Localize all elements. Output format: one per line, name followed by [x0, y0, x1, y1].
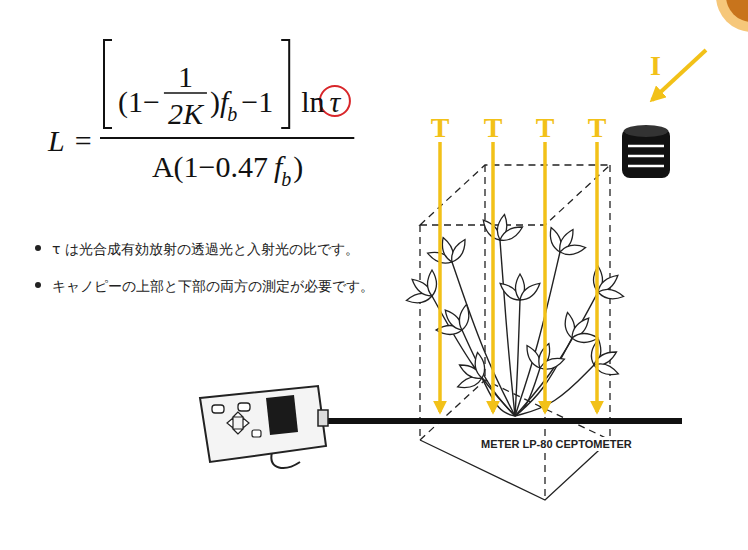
handheld-meter	[200, 386, 328, 468]
transmitted-label: T	[484, 112, 503, 144]
bullet	[35, 282, 41, 288]
formula-subscript: b	[227, 103, 237, 126]
formula-term: ln	[301, 85, 324, 119]
sun-glow	[716, 0, 748, 32]
formula-symbol: =	[75, 124, 92, 158]
formula-symbol: f	[220, 85, 228, 119]
transmitted-arrows	[440, 142, 597, 412]
formula-strokes	[100, 40, 354, 138]
formula-term: (1−	[118, 85, 160, 119]
device-label: METER LP-80 CEPTOMETER	[478, 437, 635, 451]
bullet	[35, 245, 41, 251]
note-text: τ は光合成有効放射の透過光と入射光の比です。	[52, 241, 359, 259]
formula-stroke	[104, 40, 112, 128]
formula-term: −1	[241, 85, 273, 119]
formula-term: A(1−0.47	[152, 150, 268, 184]
formula-term: 1	[178, 60, 193, 94]
formula-term: )	[210, 85, 220, 119]
formula-symbol: L	[48, 124, 65, 158]
sensor	[622, 125, 670, 178]
formula-subscript: b	[281, 168, 291, 191]
formula-term: 2K	[168, 97, 203, 131]
transmitted-label: T	[588, 112, 607, 144]
transmitted-label: T	[536, 112, 555, 144]
transmitted-label: T	[431, 112, 450, 144]
formula-symbol: τ	[330, 85, 341, 119]
incident-label: I	[650, 50, 661, 82]
note-text: キャノピーの上部と下部の両方の測定が必要です。	[52, 278, 374, 296]
formula-stroke	[100, 137, 354, 139]
formula-symbol: f	[274, 150, 282, 184]
formula-term: )	[293, 150, 303, 184]
formula-stroke	[281, 40, 289, 128]
sun	[726, 0, 748, 22]
probe-bar	[322, 418, 682, 424]
